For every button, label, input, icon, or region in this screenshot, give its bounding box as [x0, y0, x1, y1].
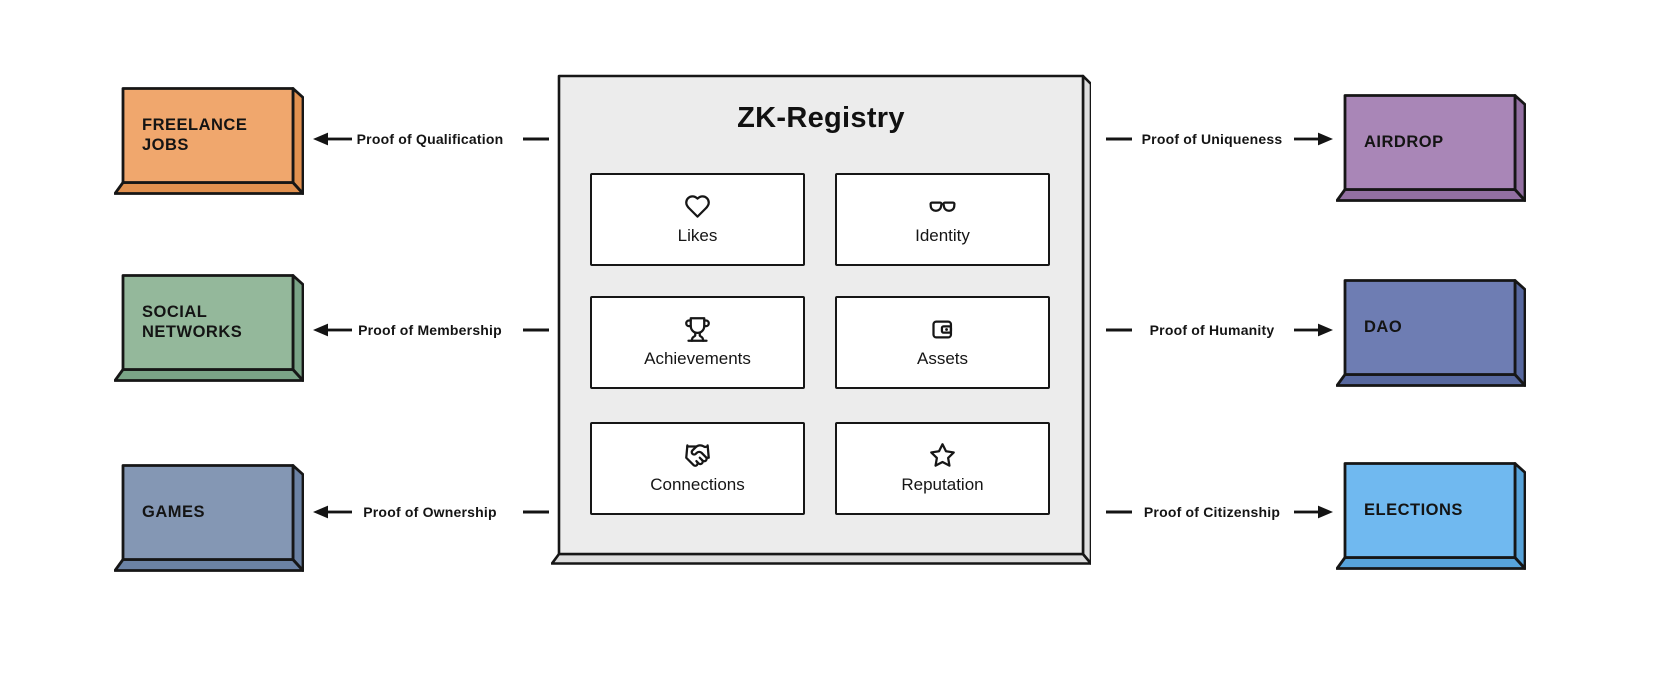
- node-label: GAMES: [142, 502, 206, 521]
- node-elections: ELECTIONS: [1336, 462, 1526, 570]
- card-label: Reputation: [901, 475, 984, 494]
- connector-dash: [1106, 137, 1132, 141]
- card-identity: Identity: [835, 173, 1050, 266]
- slab-3d: [1336, 279, 1526, 387]
- heart-icon: [685, 195, 710, 218]
- connector-dash: [523, 328, 549, 332]
- arrow-right-icon: [1294, 132, 1333, 146]
- trophy-icon: [685, 317, 710, 342]
- node-games: GAMES: [114, 464, 304, 572]
- card-achievements: Achievements: [590, 296, 805, 389]
- node-label: SOCIAL NETWORKS: [142, 302, 243, 341]
- card-label: Assets: [916, 349, 969, 368]
- node-label: FREELANCE JOBS: [142, 115, 248, 154]
- proof-label: Proof of Humanity: [1149, 322, 1275, 338]
- slab-3d: [114, 87, 304, 195]
- glasses-icon: [929, 201, 956, 212]
- node-airdrop: AIRDROP: [1336, 94, 1526, 202]
- node-dao: DAO: [1336, 279, 1526, 387]
- proof-label: Proof of Qualification: [356, 131, 504, 147]
- node-freelance-jobs: FREELANCE JOBS: [114, 87, 304, 195]
- card-connections: Connections: [590, 422, 805, 515]
- node-label: ELECTIONS: [1364, 500, 1463, 519]
- slab-3d: [114, 274, 304, 382]
- arrow-right-icon: [1294, 505, 1333, 519]
- card-assets: Assets: [835, 296, 1050, 389]
- connector-dash: [1106, 328, 1132, 332]
- arrow-left-icon: [313, 505, 352, 519]
- proof-label: Proof of Ownership: [363, 504, 497, 520]
- card-label: Connections: [650, 475, 745, 494]
- node-social-networks: SOCIAL NETWORKS: [114, 274, 304, 382]
- proof-label: Proof of Citizenship: [1143, 504, 1281, 520]
- registry-title: ZK-Registry: [737, 102, 905, 134]
- arrow-right-icon: [1294, 323, 1333, 337]
- card-label: Likes: [677, 226, 718, 245]
- star-icon: [930, 443, 955, 467]
- node-label: DAO: [1364, 317, 1403, 336]
- node-label: AIRDROP: [1364, 132, 1444, 151]
- card-likes: Likes: [590, 173, 805, 266]
- card-label: Identity: [915, 226, 970, 245]
- card-label: Achievements: [644, 349, 751, 368]
- slab-3d: [114, 464, 304, 572]
- arrow-left-icon: [313, 132, 352, 146]
- zk-registry-panel: ZK-Registry Likes Identity: [550, 74, 1093, 566]
- arrow-left-icon: [313, 323, 352, 337]
- connector-dash: [1106, 510, 1132, 514]
- slab-3d: [1336, 462, 1526, 570]
- slab-3d: [1336, 94, 1526, 202]
- proof-label: Proof of Membership: [358, 322, 502, 338]
- connector-dash: [523, 137, 549, 141]
- handshake-icon: [685, 444, 710, 467]
- wallet-icon: [932, 320, 953, 339]
- connector-dash: [523, 510, 549, 514]
- proof-label: Proof of Uniqueness: [1141, 131, 1283, 147]
- card-reputation: Reputation: [835, 422, 1050, 515]
